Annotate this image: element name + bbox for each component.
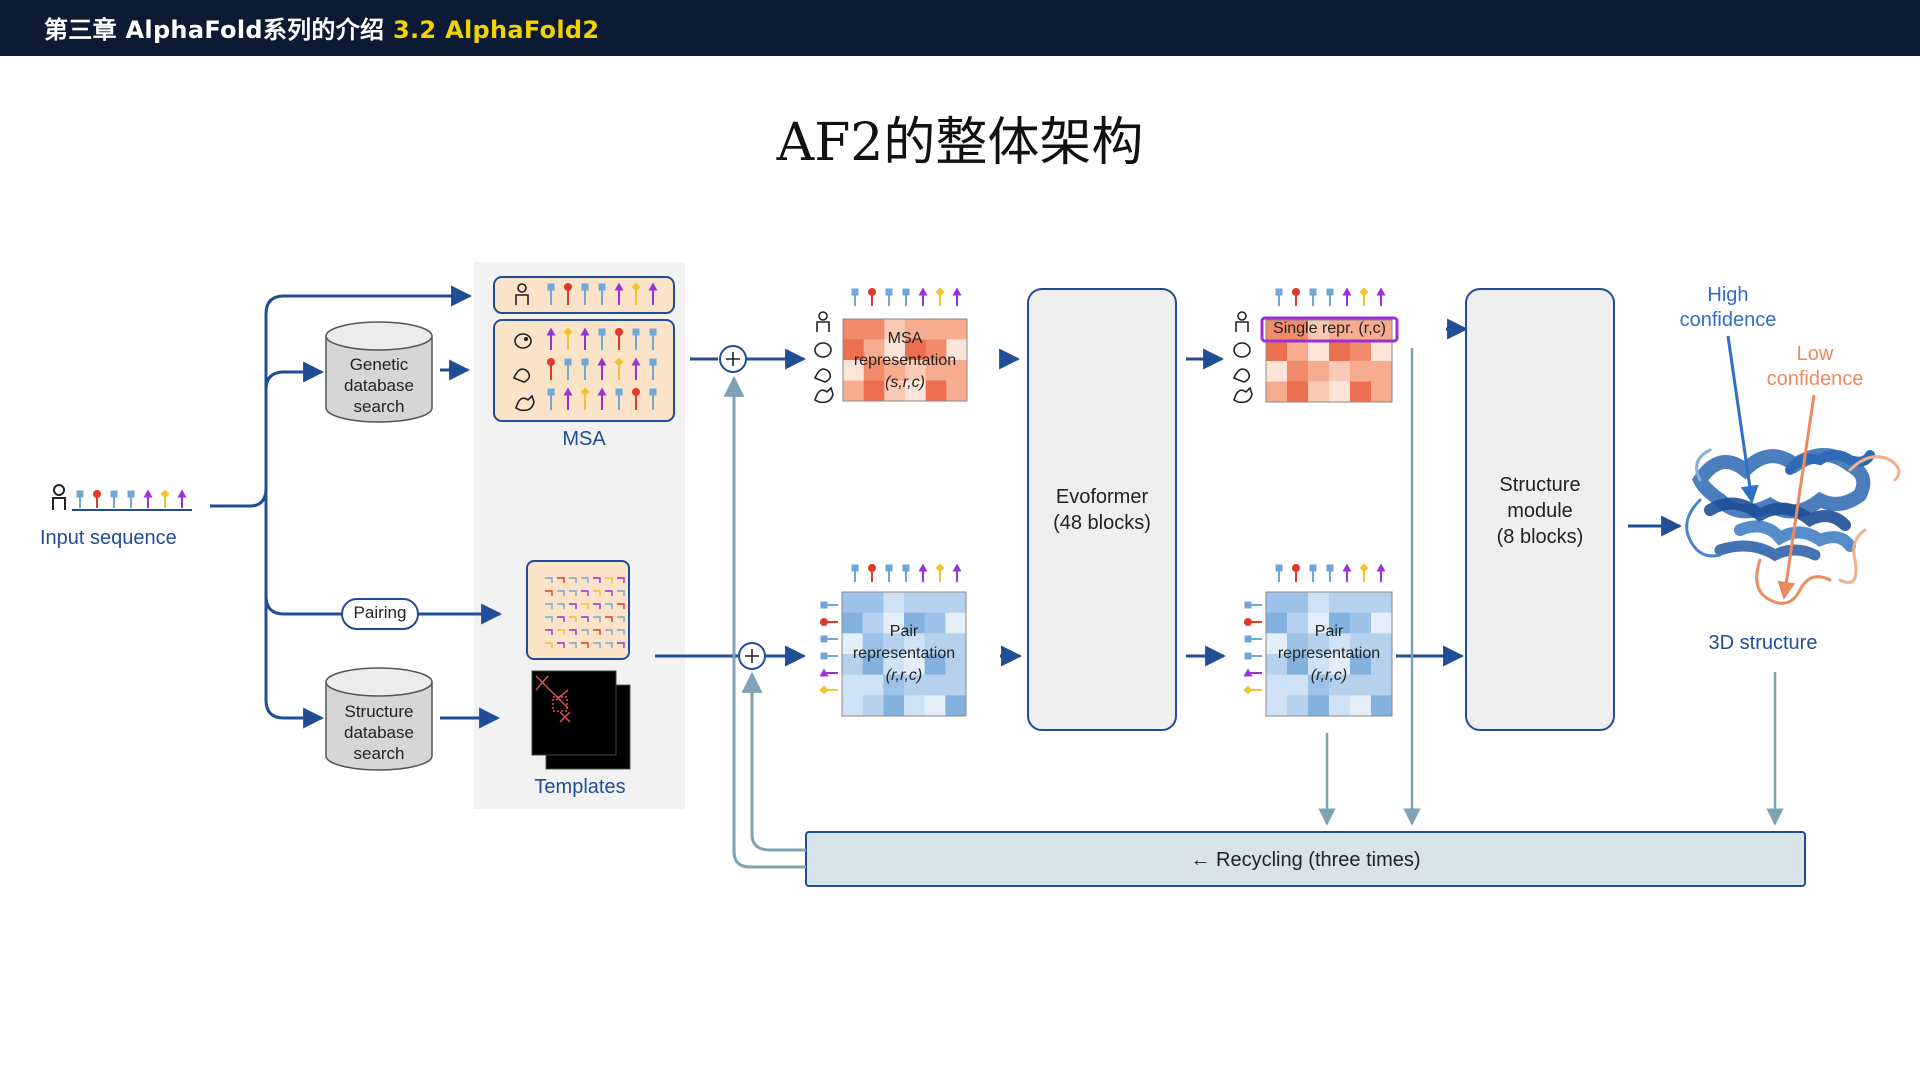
single-repr-top-lollipops: [1275, 287, 1386, 306]
pairing-label: Pairing: [353, 603, 407, 622]
msa-species-icons: [512, 283, 535, 412]
header-bar: 第三章 AlphaFold系列的介绍 3.2 AlphaFold2: [0, 0, 1920, 56]
single-representation-heatmap: [1266, 320, 1393, 403]
pair-in-top-lollipops: [851, 563, 962, 582]
genetic-db-cylinder: [325, 321, 433, 423]
input-sequence-icon: [52, 484, 66, 510]
templates-label: Templates: [534, 776, 626, 798]
protein-structure-image: [1685, 448, 1901, 605]
single-repr-highlight: [1260, 316, 1399, 343]
header-title: 第三章 AlphaFold系列的介绍 3.2 AlphaFold2: [44, 10, 599, 45]
pair-out-left-lollipops: [1243, 601, 1262, 695]
input-sequence-label: Input sequence: [40, 527, 177, 549]
header-section: 3.2 AlphaFold2: [393, 16, 600, 44]
pair-representation-heatmap-out: [1266, 592, 1393, 717]
pair-in-left-lollipops: [819, 601, 838, 695]
pair-representation-heatmap-in: [842, 592, 967, 717]
header-chapter: 第三章 AlphaFold系列的介绍: [44, 16, 385, 44]
single-repr-species-icons: [1232, 311, 1253, 404]
template-contact-marks: [535, 675, 571, 723]
structure-module-box: [1465, 288, 1615, 731]
msa-representation-heatmap: [843, 319, 968, 402]
recycling-label: ← Recycling (three times): [1190, 849, 1421, 871]
pair-out-top-lollipops: [1275, 563, 1386, 582]
3d-structure-label: 3D structure: [1708, 632, 1818, 654]
template-grid-marks: [545, 577, 625, 648]
msa-repr-top-lollipops: [851, 287, 962, 306]
template-grid-box: [526, 560, 630, 660]
pairing-pill: [341, 598, 419, 630]
msa-repr-species-icons: [813, 311, 834, 404]
evoformer-box: [1027, 288, 1177, 731]
recycling-bar: [805, 831, 1806, 887]
msa-plus-circle: [719, 345, 747, 373]
evoformer-label: Evoformer(48 blocks): [1053, 486, 1151, 534]
pair-plus-circle: [738, 642, 766, 670]
msa-label: MSA: [562, 428, 606, 450]
structure-db-cylinder: [325, 667, 433, 771]
input-sequence-lollipops: [76, 489, 187, 508]
page-title: AF2的整体架构: [776, 113, 1144, 173]
single-repr-label: Single repr. (r,c): [1273, 320, 1386, 337]
msa-lollipops: [546, 282, 658, 410]
